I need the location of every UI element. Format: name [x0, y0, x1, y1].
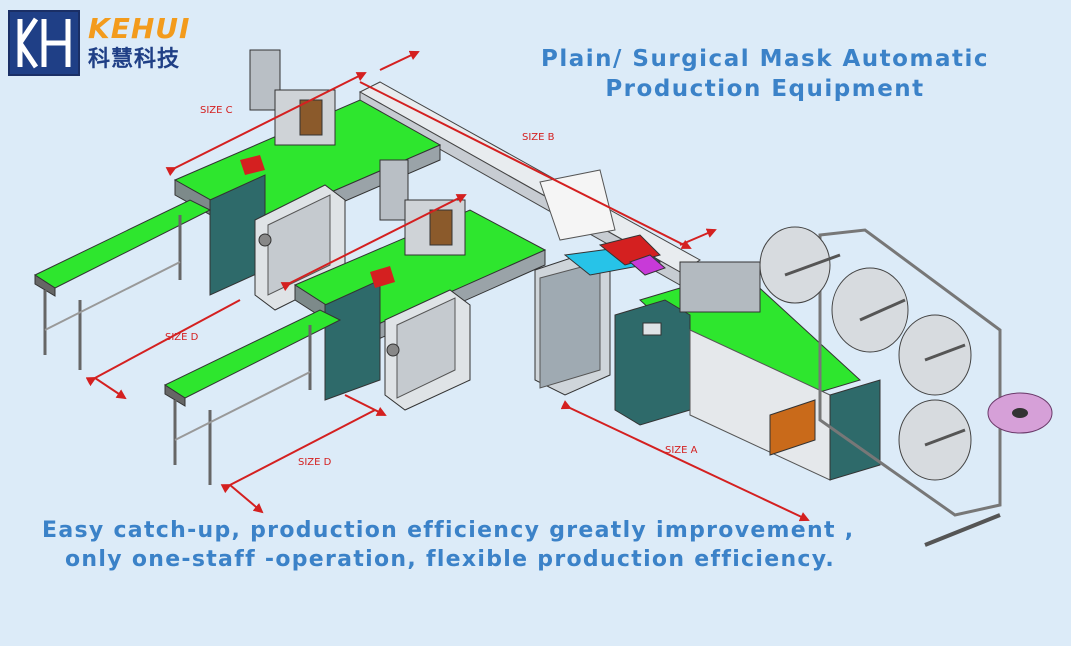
tagline: Easy catch-up, production efficiency gre… — [20, 516, 920, 574]
size-d-arrow-lower — [220, 409, 376, 494]
tagline-line-1: Easy catch-up, production efficiency gre… — [42, 518, 855, 543]
logo-mark-icon — [8, 10, 80, 76]
size-d-arrow-upper — [85, 299, 241, 387]
size-b-label: SIZE B — [522, 132, 555, 143]
size-d-label-upper: SIZE D — [165, 332, 199, 343]
brand-logo: KEHUI 科慧科技 — [8, 10, 190, 76]
size-c-label: SIZE C — [200, 105, 233, 116]
title-line-2: Production Equipment — [605, 76, 925, 102]
tagline-line-2: only one-staff -operation, flexible prod… — [65, 547, 836, 572]
brand-name-cn: 科慧科技 — [88, 47, 181, 72]
size-c2-arrow — [280, 194, 467, 292]
brand-name-en: KEHUI — [88, 12, 191, 45]
size-a-label: SIZE A — [665, 445, 698, 456]
size-b-arrow — [359, 81, 692, 249]
page-title: Plain/ Surgical Mask Automatic Productio… — [520, 44, 1010, 104]
dimension-arrows — [85, 50, 810, 522]
size-a-arrow — [560, 400, 810, 522]
title-line-1: Plain/ Surgical Mask Automatic — [541, 46, 989, 72]
fabric-reels — [759, 226, 1053, 547]
size-d-label-lower: SIZE D — [298, 457, 332, 468]
size-c-arrow — [165, 72, 367, 177]
main-conveyor — [358, 81, 701, 286]
